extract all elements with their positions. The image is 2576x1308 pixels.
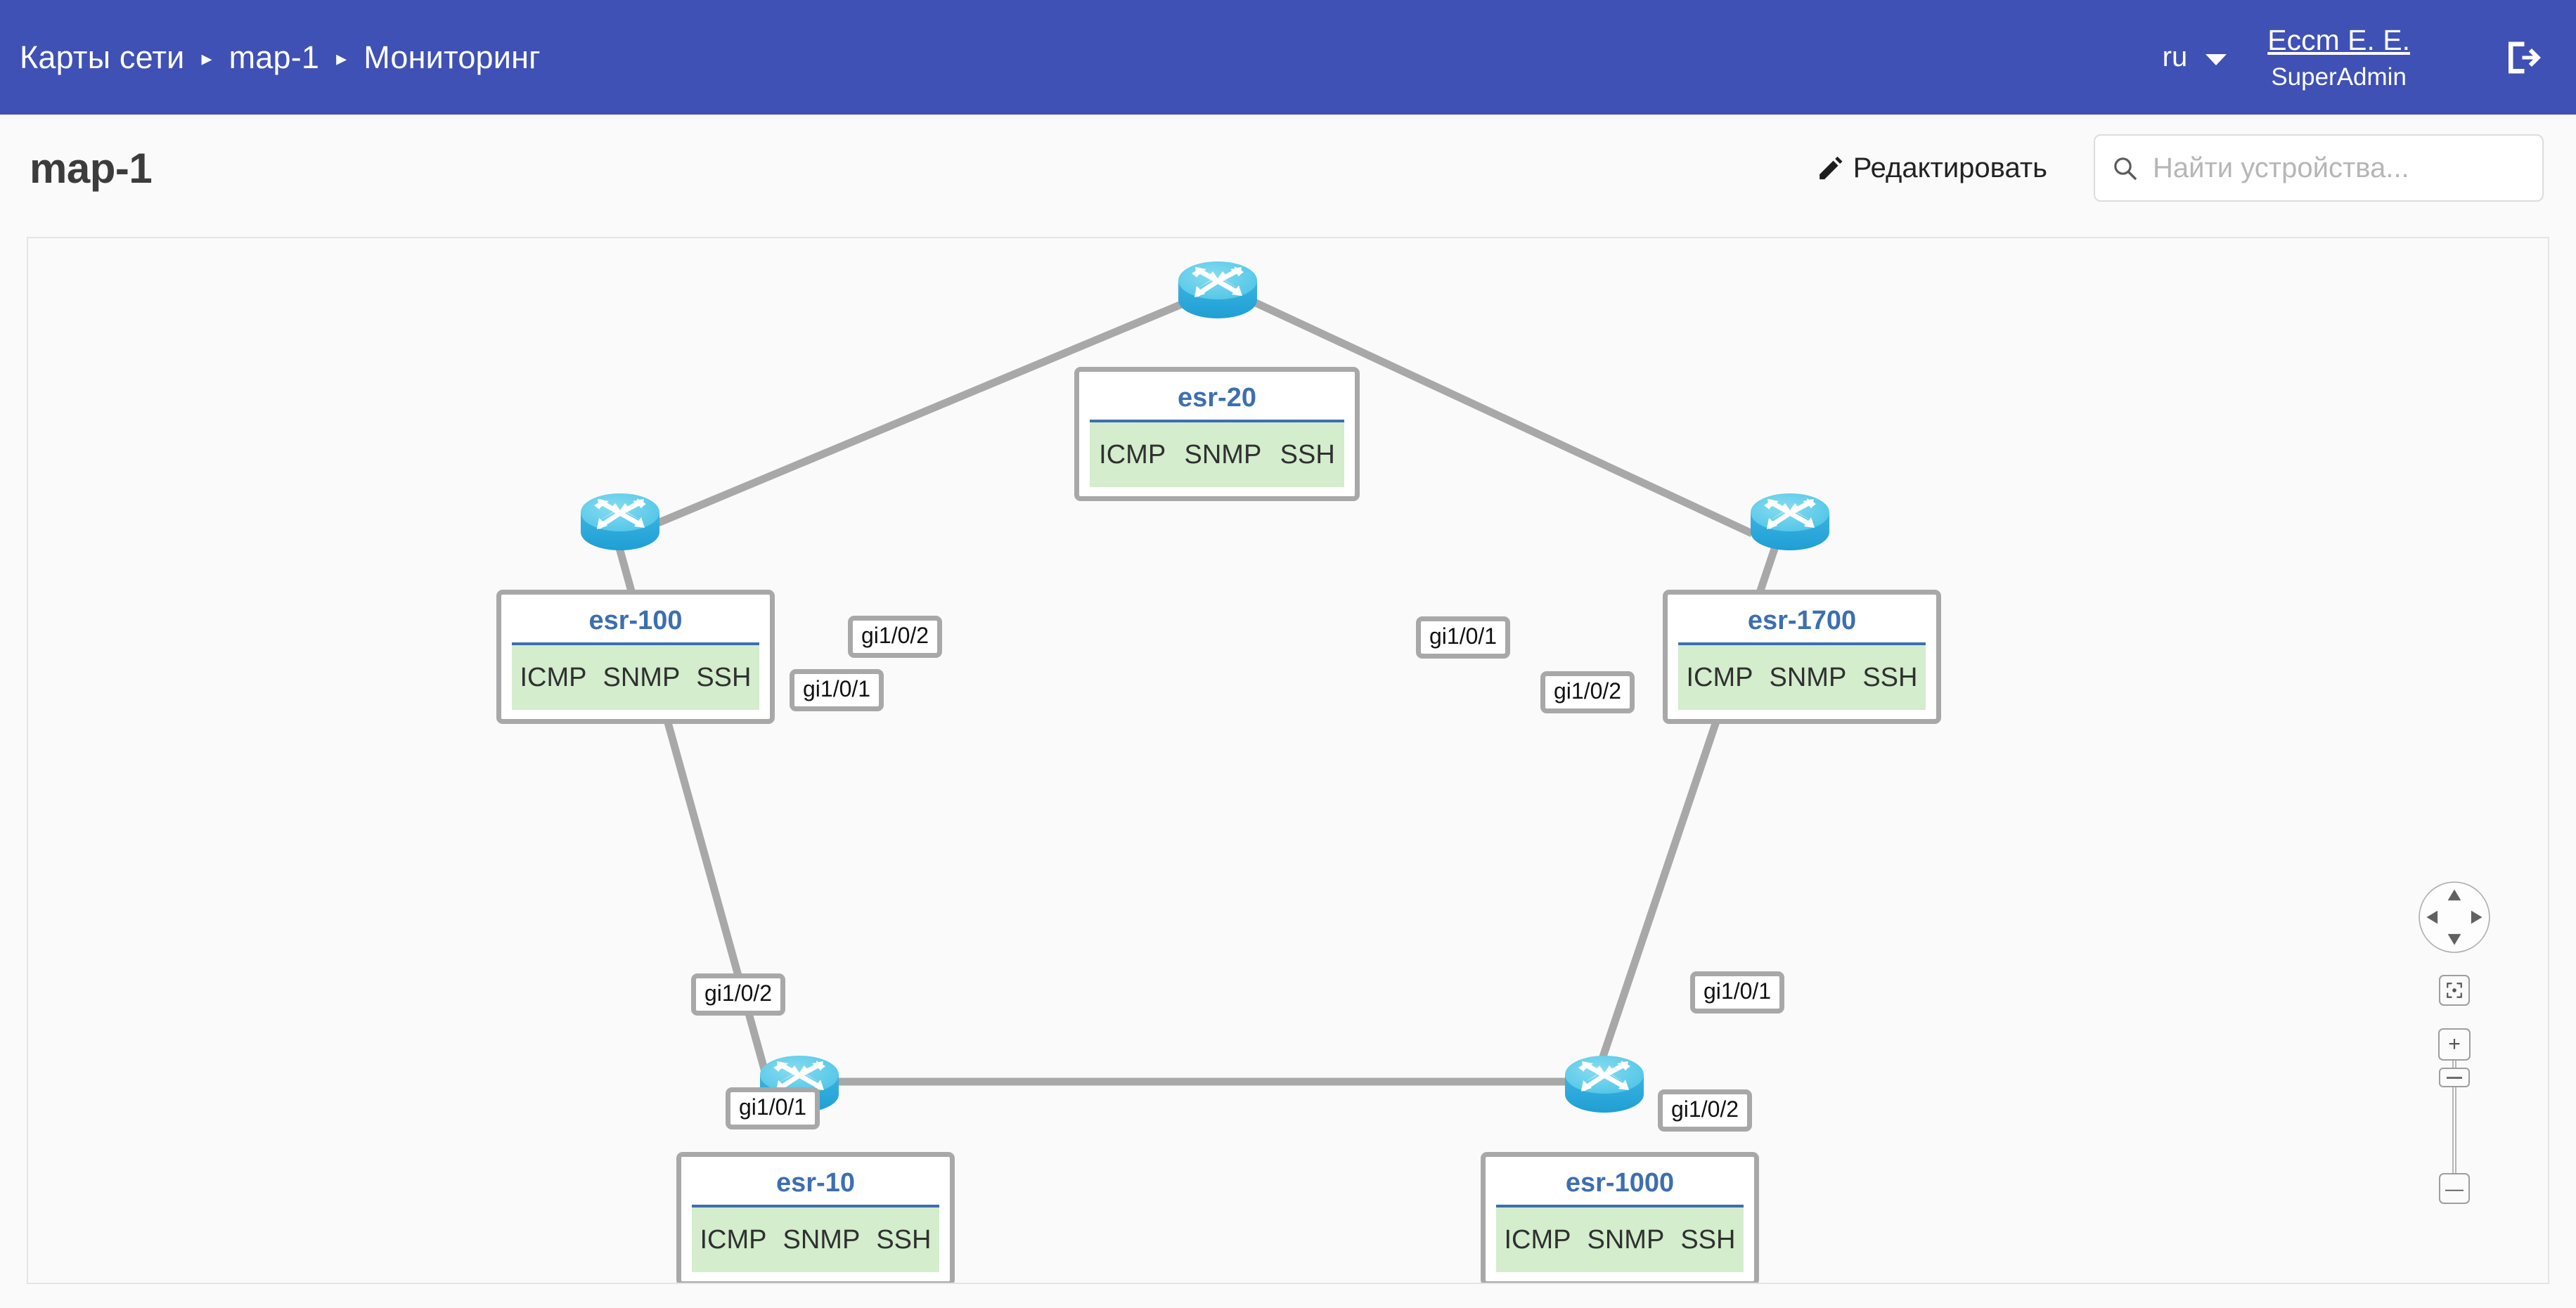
node-icon-esr-100[interactable] bbox=[577, 484, 664, 562]
router-icon bbox=[1751, 493, 1829, 550]
fit-to-screen-icon bbox=[2447, 983, 2462, 998]
search-icon bbox=[2114, 157, 2137, 180]
link-interface-label[interactable]: gi1/0/2 bbox=[848, 616, 943, 658]
page-toolbar: map-1 Редактировать bbox=[0, 115, 2576, 221]
service-badge-ssh: SSH bbox=[1280, 439, 1335, 470]
node-services: ICMP SNMP SSH bbox=[512, 645, 759, 710]
link-interface-label[interactable]: gi1/0/1 bbox=[1690, 971, 1785, 1014]
app-header: Карты сети ▸ map-1 ▸ Мониторинг ru Eccm … bbox=[0, 0, 2576, 115]
map-controls: + — bbox=[2415, 881, 2494, 1204]
service-badge-snmp: SNMP bbox=[603, 662, 681, 692]
zoom-slider-handle[interactable] bbox=[2439, 1068, 2470, 1087]
node-name-label: esr-1700 bbox=[1678, 601, 1926, 645]
network-link[interactable] bbox=[631, 297, 1190, 538]
service-badge-ssh: SSH bbox=[1862, 662, 1918, 692]
link-interface-label[interactable]: gi1/0/1 bbox=[790, 669, 884, 711]
service-badge-icmp: ICMP bbox=[1099, 439, 1166, 470]
logout-icon bbox=[2509, 41, 2541, 73]
page-title: map-1 bbox=[30, 144, 153, 192]
breadcrumb-item-network-maps[interactable]: Карты сети bbox=[20, 39, 185, 75]
service-badge-snmp: SNMP bbox=[1184, 439, 1262, 470]
zoom-slider-track-lower bbox=[2452, 1087, 2456, 1173]
service-badge-snmp: SNMP bbox=[1769, 662, 1847, 692]
breadcrumb-item-map-1[interactable]: map-1 bbox=[228, 39, 320, 75]
zoom-in-button[interactable]: + bbox=[2438, 1028, 2471, 1061]
zoom-slider-handle-bar bbox=[2447, 1076, 2462, 1079]
node-icon-esr-1000[interactable] bbox=[1561, 1047, 1648, 1124]
node-name-label: esr-10 bbox=[692, 1163, 939, 1207]
zoom-slider-track-upper bbox=[2452, 1061, 2456, 1068]
node-services: ICMP SNMP SSH bbox=[1678, 645, 1926, 710]
service-badge-ssh: SSH bbox=[696, 662, 752, 692]
link-interface-label[interactable]: gi1/0/2 bbox=[1658, 1089, 1753, 1132]
pan-pad-icon[interactable] bbox=[2418, 881, 2491, 954]
node-services: ICMP SNMP SSH bbox=[692, 1207, 939, 1272]
breadcrumb-separator: ▸ bbox=[201, 47, 212, 70]
pencil-icon bbox=[1819, 156, 1843, 180]
service-badge-snmp: SNMP bbox=[1587, 1224, 1665, 1255]
node-name-label: esr-100 bbox=[512, 601, 759, 645]
service-badge-ssh: SSH bbox=[1680, 1224, 1736, 1255]
link-interface-label[interactable]: gi1/0/1 bbox=[726, 1087, 820, 1129]
link-interface-label[interactable]: gi1/0/2 bbox=[1540, 671, 1635, 713]
language-selector-label: ru bbox=[2162, 41, 2188, 72]
user-info: Eccm E. E. SuperAdmin bbox=[2267, 24, 2410, 91]
header-right-cluster: ru Eccm E. E. SuperAdmin bbox=[2163, 0, 2576, 115]
zoom-in-label: + bbox=[2448, 1032, 2461, 1056]
edit-button-label: Редактировать bbox=[1853, 152, 2047, 183]
link-interface-label[interactable]: gi1/0/2 bbox=[691, 973, 786, 1016]
router-icon bbox=[1565, 1056, 1644, 1113]
edit-button[interactable]: Редактировать bbox=[1815, 153, 2047, 184]
node-name-label: esr-1000 bbox=[1496, 1163, 1744, 1207]
node-icon-esr-1700[interactable] bbox=[1746, 484, 1834, 562]
service-badge-ssh: SSH bbox=[876, 1224, 932, 1255]
link-interface-label[interactable]: gi1/0/1 bbox=[1416, 616, 1511, 659]
search-input[interactable] bbox=[2153, 152, 2527, 184]
router-icon bbox=[581, 493, 659, 550]
user-role-label: SuperAdmin bbox=[2271, 63, 2407, 91]
zoom-out-label: — bbox=[2445, 1178, 2464, 1199]
fit-to-screen-button[interactable] bbox=[2439, 975, 2470, 1006]
router-icon bbox=[1178, 261, 1257, 318]
node-name-label: esr-20 bbox=[1090, 378, 1344, 422]
breadcrumb: Карты сети ▸ map-1 ▸ Мониторинг bbox=[15, 0, 545, 115]
zoom-slider[interactable] bbox=[2439, 1061, 2470, 1173]
network-link[interactable] bbox=[1251, 298, 1754, 537]
node-services: ICMP SNMP SSH bbox=[1090, 422, 1344, 487]
service-badge-icmp: ICMP bbox=[1686, 662, 1753, 692]
user-name-link[interactable]: Eccm E. E. bbox=[2267, 23, 2410, 56]
zoom-out-button[interactable]: — bbox=[2439, 1173, 2470, 1204]
search-box[interactable] bbox=[2094, 134, 2544, 202]
service-badge-icmp: ICMP bbox=[520, 662, 587, 692]
chevron-down-icon bbox=[2205, 53, 2227, 65]
breadcrumb-item-monitoring[interactable]: Мониторинг bbox=[363, 39, 541, 75]
logout-button[interactable] bbox=[2501, 37, 2544, 79]
service-badge-icmp: ICMP bbox=[1504, 1224, 1571, 1255]
node-services: ICMP SNMP SSH bbox=[1496, 1207, 1744, 1272]
breadcrumb-separator: ▸ bbox=[336, 47, 347, 70]
node-icon-esr-20[interactable] bbox=[1174, 252, 1261, 330]
service-badge-icmp: ICMP bbox=[700, 1224, 767, 1255]
toolbar-actions: Редактировать bbox=[1815, 134, 2576, 202]
service-badge-snmp: SNMP bbox=[783, 1224, 861, 1255]
language-selector[interactable]: ru bbox=[2163, 41, 2227, 73]
